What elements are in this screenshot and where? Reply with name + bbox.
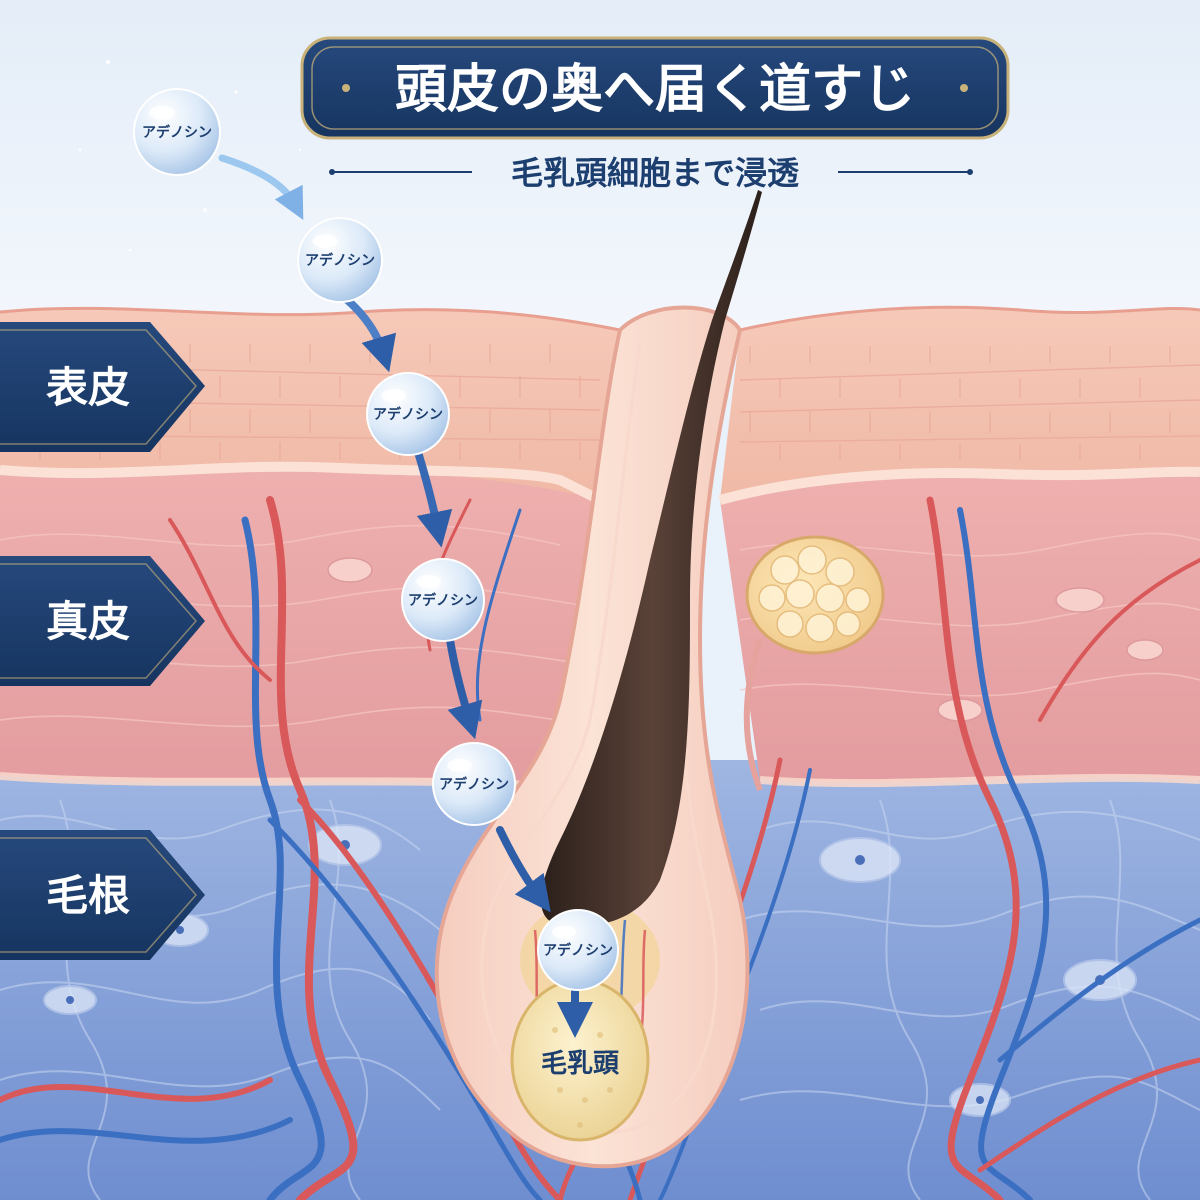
molecule-label: アデノシン bbox=[373, 406, 443, 423]
path-arrow-1 bbox=[218, 154, 304, 220]
layer-label-dermis-text: 真皮 bbox=[46, 597, 130, 646]
molecule-highlight bbox=[312, 234, 338, 248]
molecule-label: アデノシン bbox=[439, 776, 509, 793]
path-arrow-5 bbox=[496, 826, 551, 913]
layer-label-epidermis: 表皮 bbox=[0, 322, 205, 452]
epidermis-cell-dividers bbox=[9, 344, 1171, 460]
epidermis-surface bbox=[0, 305, 1200, 332]
adenosine-molecule: アデノシン bbox=[133, 88, 221, 176]
adenosine-molecule: アデノシン bbox=[432, 742, 516, 826]
layer-label-epidermis-text: 表皮 bbox=[46, 363, 130, 412]
sebaceous-gland bbox=[743, 535, 885, 792]
basement-membrane-right bbox=[718, 466, 1200, 505]
adenosine-molecule: アデノシン bbox=[366, 372, 450, 456]
papilla-label: 毛乳頭 bbox=[541, 1049, 620, 1079]
molecule-label: アデノシン bbox=[543, 942, 613, 959]
penetration-path bbox=[218, 154, 593, 1038]
molecule-label: アデノシン bbox=[408, 592, 478, 609]
sparkles bbox=[78, 60, 302, 252]
layer-label-root-text: 毛根 bbox=[46, 871, 130, 920]
adenosine-molecule: アデノシン bbox=[401, 558, 485, 642]
molecule-highlight bbox=[552, 925, 576, 939]
layer-label-dermis: 真皮 bbox=[0, 556, 205, 686]
path-arrow-3 bbox=[414, 448, 453, 548]
path-arrow-2 bbox=[341, 294, 397, 373]
molecule-label: アデノシン bbox=[305, 252, 375, 269]
subtitle: 毛乳頭細胞まで浸透 bbox=[511, 154, 799, 192]
adenosine-molecule: アデノシン bbox=[537, 909, 619, 991]
path-arrow-4 bbox=[446, 636, 483, 740]
molecule-label: アデノシン bbox=[142, 124, 212, 141]
subtitle-row: 毛乳頭細胞まで浸透 bbox=[329, 154, 973, 192]
layer-label-root: 毛根 bbox=[0, 830, 205, 960]
molecule-highlight bbox=[416, 574, 441, 589]
dermal-papilla: 毛乳頭 bbox=[510, 978, 650, 1142]
title-ornament-right bbox=[960, 84, 968, 92]
adenosine-molecule: アデノシン bbox=[297, 217, 383, 303]
molecule-highlight bbox=[149, 105, 175, 120]
molecule-highlight bbox=[381, 388, 406, 403]
hair-shaft bbox=[541, 190, 762, 927]
title-banner: 頭皮の奥へ届く道すじ bbox=[300, 36, 1010, 140]
basement-membrane-left bbox=[0, 461, 603, 505]
title-ornament-left bbox=[342, 84, 350, 92]
main-title: 頭皮の奥へ届く道すじ bbox=[395, 60, 915, 120]
molecule-highlight bbox=[447, 758, 472, 773]
